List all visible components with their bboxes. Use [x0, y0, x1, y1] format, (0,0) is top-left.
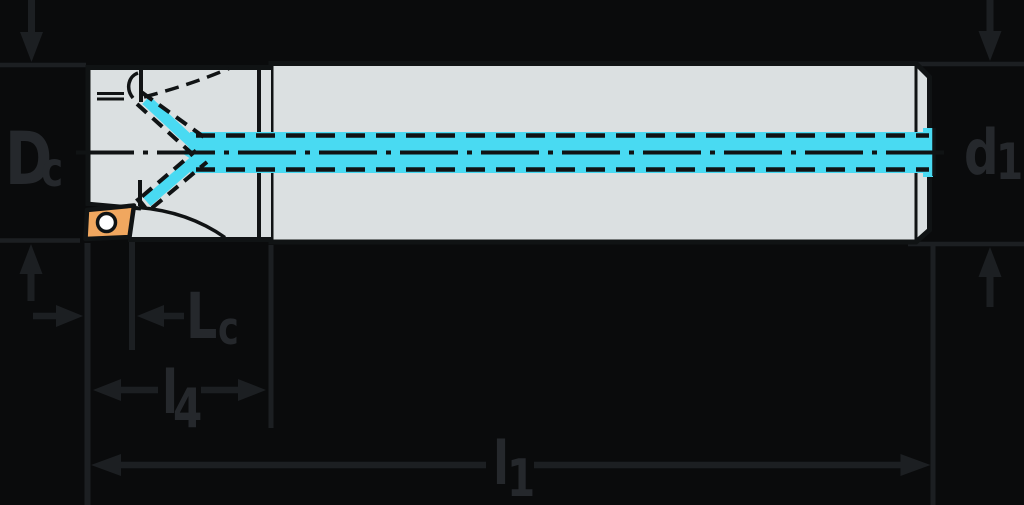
- l4-dimension: [93, 379, 266, 401]
- insert-screw-hole: [95, 211, 118, 234]
- d1-label-sub: 1: [996, 132, 1023, 191]
- upper-branch-dashed-border-2: [135, 102, 195, 156]
- dimension-labels: D c d 1 L c l 4 l 1: [5, 117, 1023, 505]
- coolant-branch-lower: [143, 151, 204, 207]
- arrow-right-icon: [238, 379, 266, 401]
- dc-label-main: D: [5, 117, 52, 202]
- coolant-branch-upper: [142, 95, 204, 155]
- flute-bottom-curve: [138, 205, 227, 239]
- l1-label-main: l: [493, 428, 509, 498]
- lower-branch-dashed-border-1: [140, 148, 198, 199]
- arrow-down-icon: [978, 31, 1002, 61]
- arrow-right-icon: [900, 454, 931, 476]
- lc-label-sub: c: [218, 303, 239, 355]
- l1-dimension: [91, 454, 931, 476]
- indexable-insert: [83, 196, 147, 242]
- lc-dimension: [33, 305, 184, 327]
- arrow-left-icon: [91, 454, 121, 476]
- arrow-left-icon: [93, 379, 121, 401]
- arrow-up-icon: [19, 244, 43, 274]
- lc-label-main: L: [186, 281, 217, 353]
- l1-label-sub: 1: [507, 448, 535, 505]
- d1-dimension-arrows: [978, 0, 1002, 307]
- arrow-up-icon: [978, 247, 1002, 277]
- arrow-left-icon: [137, 305, 164, 327]
- d1-label-main: d: [964, 117, 999, 189]
- insert-seat-notch: [135, 196, 147, 210]
- arrow-right-icon: [56, 305, 83, 327]
- dc-dimension-arrows: [19, 0, 43, 301]
- dc-label-sub: c: [41, 143, 63, 199]
- flute-helix-dashed-curve: [143, 66, 230, 99]
- lower-branch-dashed-border-2: [150, 160, 209, 210]
- flute-hook-arc: [126, 71, 139, 100]
- l4-label-main: l: [162, 357, 178, 427]
- arrow-down-icon: [20, 32, 43, 62]
- hidden-line-layer: [76, 90, 948, 210]
- flute-details: [97, 66, 230, 239]
- upper-branch-dashed-border-1: [140, 90, 210, 142]
- l4-label-sub: 4: [173, 378, 202, 440]
